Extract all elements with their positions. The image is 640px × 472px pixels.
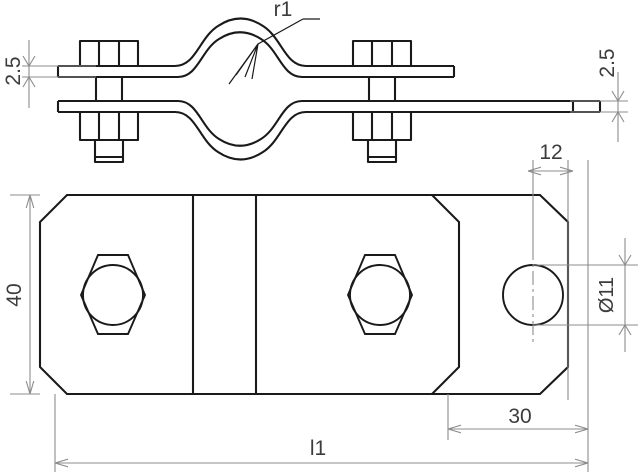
hole-diameter-dim bbox=[533, 238, 638, 352]
upper-strap-band bbox=[56, 17, 456, 79]
thickness-right-label: 2.5 bbox=[596, 48, 619, 77]
plate-outline bbox=[38, 193, 570, 396]
plan-view-plate bbox=[38, 193, 570, 396]
overall-length-label: l1 bbox=[310, 437, 326, 460]
overall-length-dim bbox=[54, 160, 589, 472]
radius-leader-r1 bbox=[228, 18, 320, 85]
right-bolt-assembly bbox=[351, 39, 413, 164]
edge-offset-label: 12 bbox=[539, 141, 562, 164]
plate-height-label: 40 bbox=[3, 283, 26, 306]
strap-end-chamfer bbox=[431, 194, 461, 395]
hex-nut-plan-left bbox=[79, 254, 147, 335]
hole-offset-dim-30 bbox=[447, 394, 588, 440]
lower-strap-band bbox=[56, 99, 602, 161]
thickness-dim-right bbox=[570, 72, 628, 142]
side-elevation-view bbox=[56, 17, 602, 164]
edge-offset-dim-12 bbox=[528, 160, 573, 400]
left-bolt-assembly bbox=[78, 39, 140, 164]
radius-label-r1: r1 bbox=[274, 0, 293, 21]
plate-height-dim bbox=[10, 194, 40, 395]
hex-nut-plan-right bbox=[346, 254, 414, 335]
thickness-left-label: 2.5 bbox=[2, 56, 25, 85]
hole-offset-label: 30 bbox=[508, 405, 531, 428]
hole-diameter-label: Ø11 bbox=[596, 277, 618, 313]
thickness-dim-left bbox=[22, 40, 96, 108]
